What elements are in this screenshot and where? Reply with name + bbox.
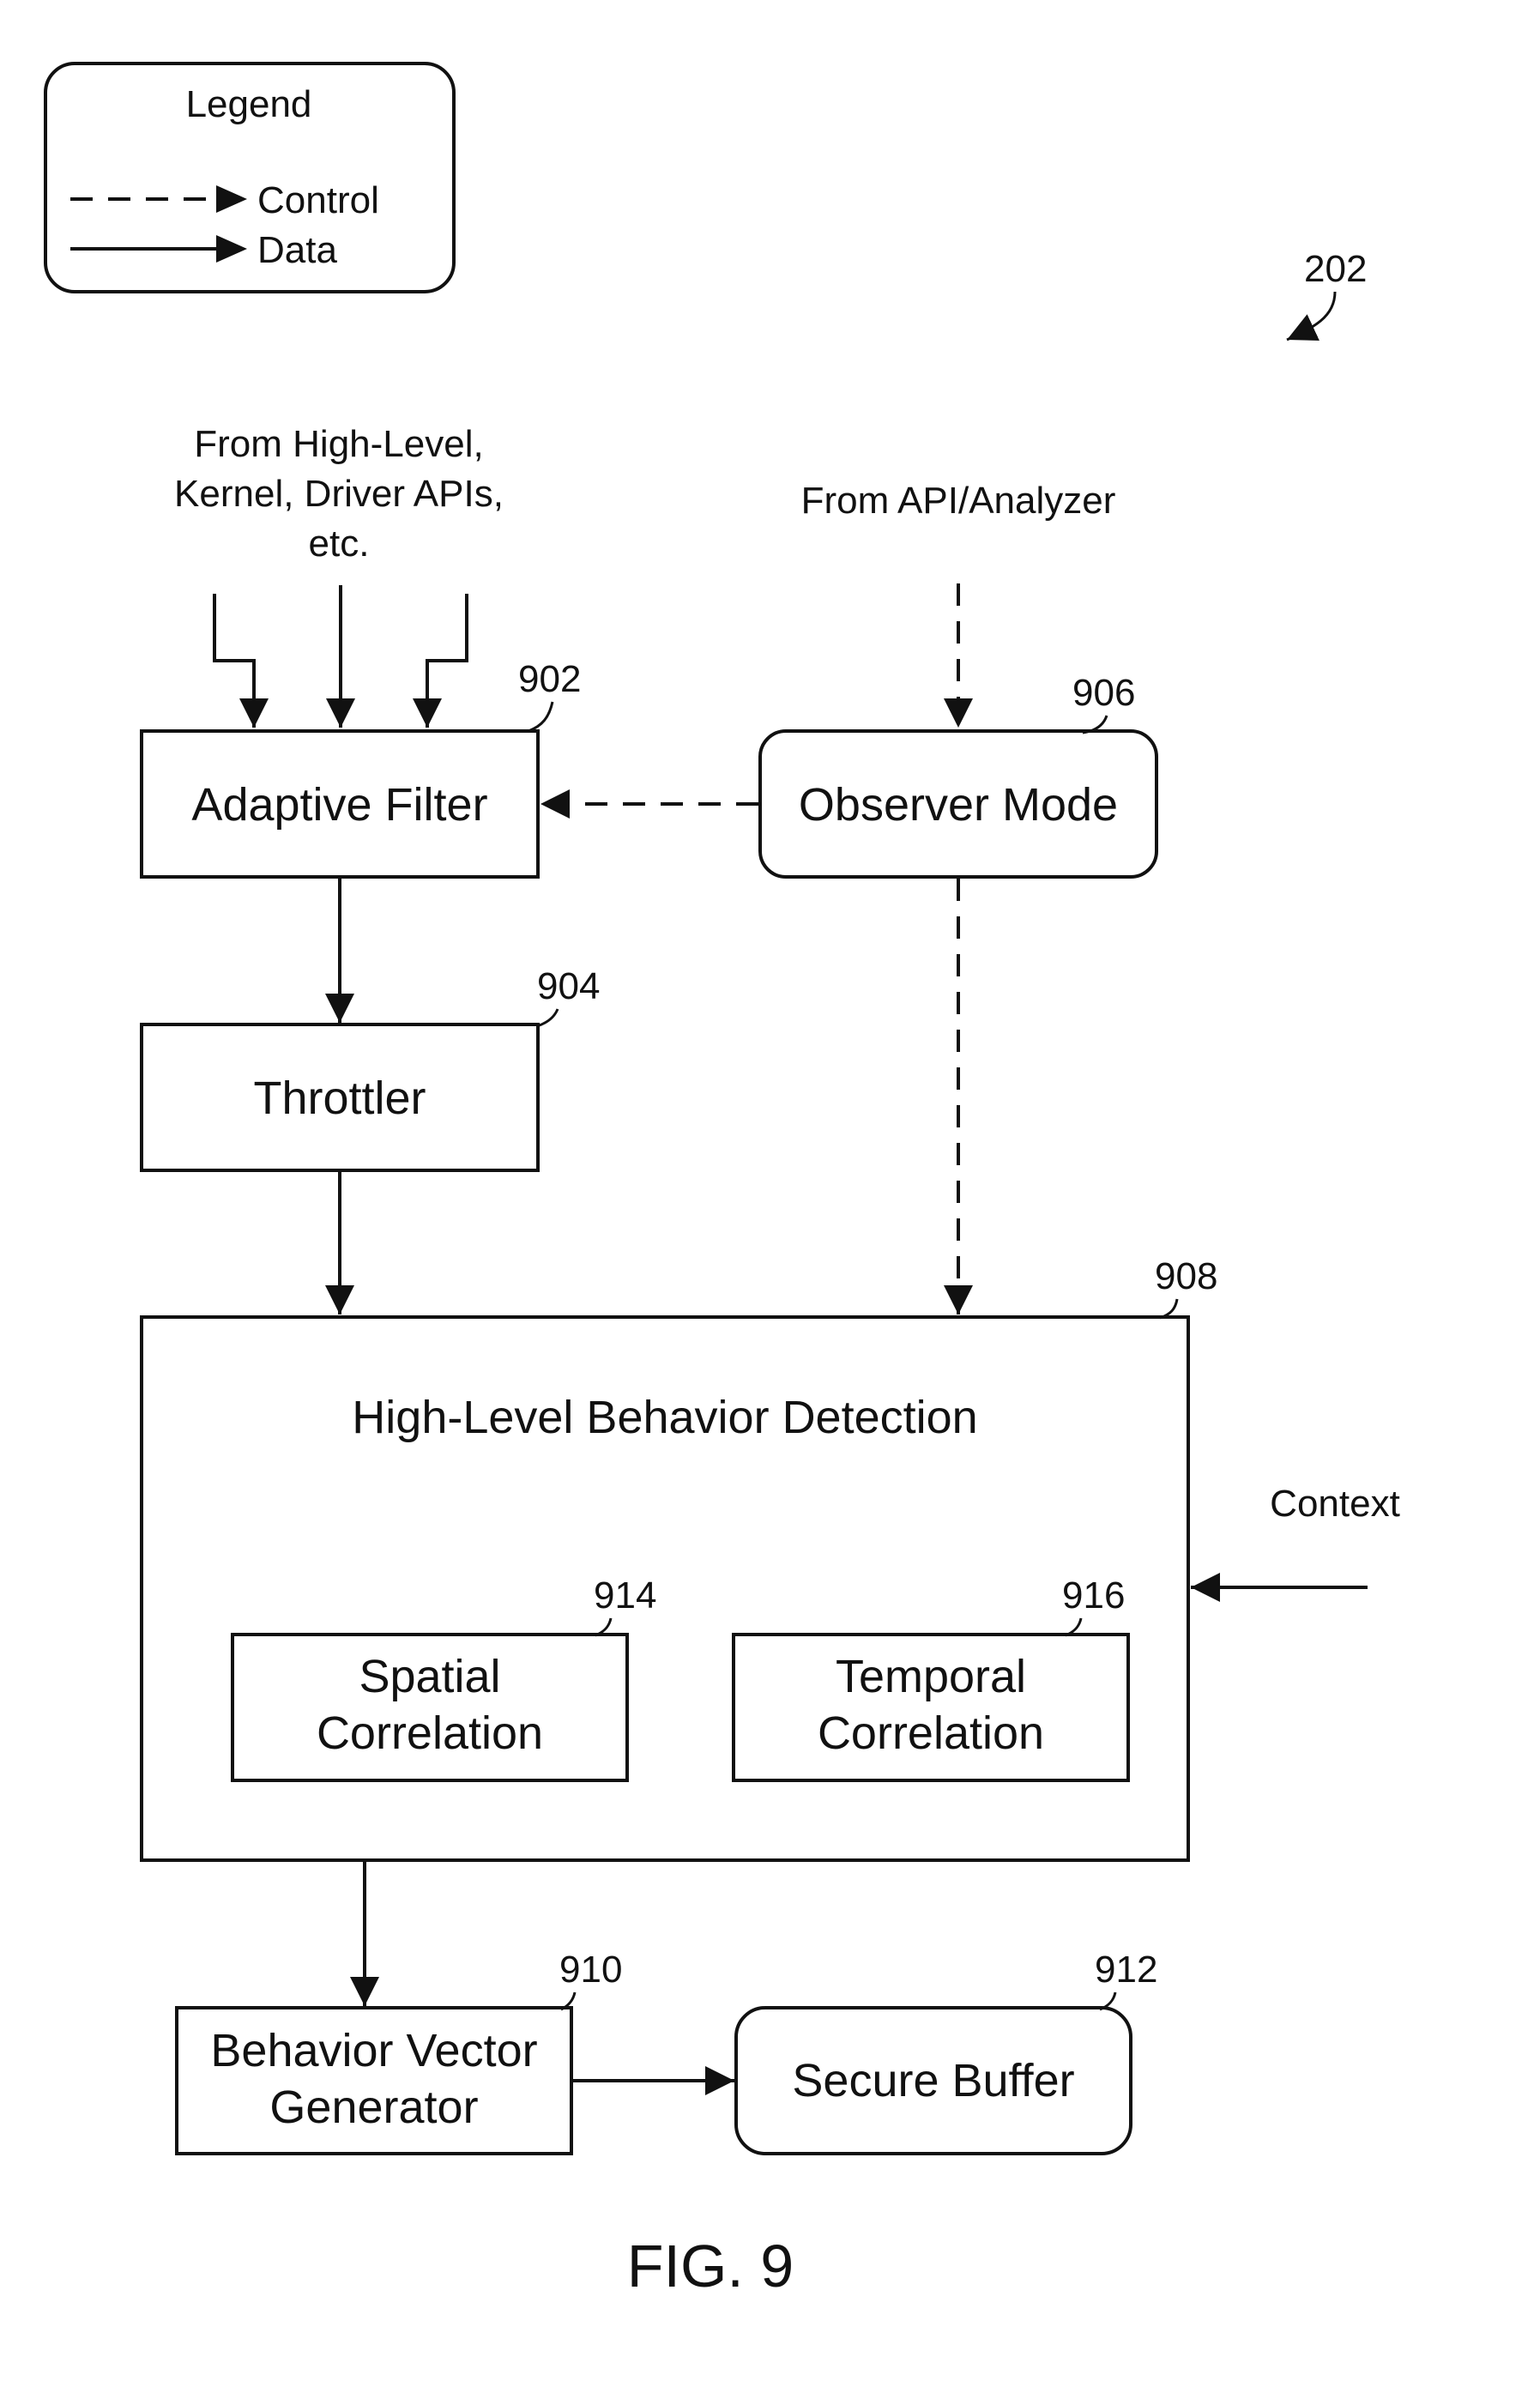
vector-generator-line-1: Behavior Vector: [210, 2025, 537, 2076]
observer-mode-ref: 906: [1072, 672, 1135, 714]
temporal-correlation-ref: 916: [1062, 1574, 1125, 1617]
secure-buffer-ref: 912: [1095, 1949, 1157, 1991]
observer-mode-label: Observer Mode: [799, 779, 1118, 831]
behavior-detection-block: High-Level Behavior Detection 908 Spatia…: [142, 1255, 1217, 1860]
api-input-arrow-left: [214, 594, 254, 728]
throttler-ref: 904: [537, 965, 600, 1007]
api-input-label: From High-Level, Kernel, Driver APIs, et…: [174, 423, 504, 565]
behavior-detection-ref-leader: [1160, 1299, 1177, 1318]
adaptive-filter-ref-leader: [528, 702, 553, 731]
temporal-correlation-line-1: Temporal: [836, 1651, 1026, 1702]
temporal-correlation-line-2: Correlation: [818, 1707, 1044, 1759]
spatial-correlation-line-2: Correlation: [317, 1707, 543, 1759]
figure-ref-number: 202: [1304, 248, 1367, 290]
legend: Legend Control Data: [45, 63, 454, 292]
vector-generator-line-2: Generator: [269, 2082, 478, 2133]
vector-generator-block: Behavior Vector Generator 910: [177, 1949, 622, 2154]
figure-ref-arrow: [1287, 292, 1335, 340]
api-input-line-1: From High-Level,: [194, 423, 483, 465]
spatial-correlation-line-1: Spatial: [359, 1651, 500, 1702]
figure-caption: FIG. 9: [627, 2233, 794, 2299]
throttler-ref-leader: [537, 1009, 558, 1026]
adaptive-filter-block: Adaptive Filter 902: [142, 658, 581, 877]
throttler-label: Throttler: [253, 1073, 426, 1124]
behavior-detection-label: High-Level Behavior Detection: [352, 1392, 977, 1443]
throttler-block: Throttler 904: [142, 965, 600, 1170]
figure-reference: 202: [1287, 248, 1367, 340]
secure-buffer-block: Secure Buffer 912: [736, 1949, 1157, 2154]
api-input-line-2: Kernel, Driver APIs,: [174, 473, 504, 515]
vector-generator-ref: 910: [559, 1949, 622, 1991]
behavior-detection-ref: 908: [1155, 1255, 1217, 1297]
api-input-line-3: etc.: [309, 523, 370, 565]
spatial-correlation-ref: 914: [594, 1574, 656, 1617]
api-input-arrow-right: [427, 594, 467, 728]
context-label: Context: [1270, 1483, 1400, 1525]
adaptive-filter-label: Adaptive Filter: [191, 779, 487, 831]
legend-title: Legend: [186, 83, 312, 125]
analyzer-input-label: From API/Analyzer: [801, 480, 1116, 522]
legend-data-label: Data: [257, 229, 337, 271]
legend-control-label: Control: [257, 179, 379, 221]
secure-buffer-label: Secure Buffer: [792, 2055, 1074, 2106]
adaptive-filter-ref: 902: [518, 658, 581, 700]
